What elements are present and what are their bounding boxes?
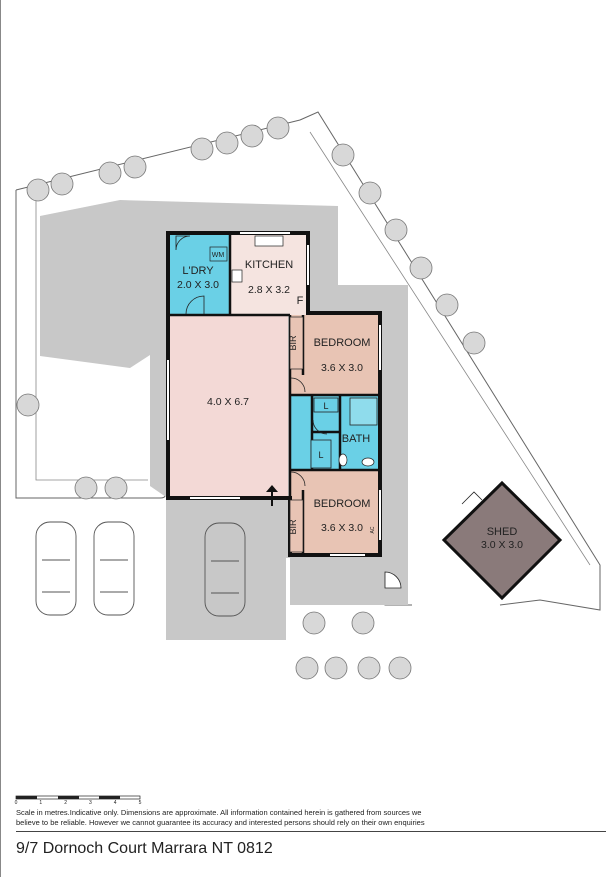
trees [16,116,486,680]
tree-icon [409,256,433,280]
robe-lower-label: BIR [288,519,298,535]
washing-machine-label: WM [212,252,225,259]
tree-icon [266,116,290,140]
scale-tick-labels: 0 1 2 3 4 5 [15,800,142,806]
tree-icon [388,656,412,680]
bedroom-upper [290,315,380,395]
robe-upper [289,316,304,370]
scale-tick-label: 0 [15,800,18,806]
bedroom-lower-dims: 3.6 X 3.0 [321,522,363,534]
bedroom-lower-label: BEDROOM [314,498,371,510]
basin [361,457,375,467]
scale-tick-label: 1 [39,800,42,806]
disclaimer-text: Scale in metres.Indicative only. Dimensi… [16,808,436,827]
living-room [168,315,288,498]
bath-label: BATH [342,433,371,445]
kitchen-cooktop [231,269,243,283]
robe-lower [289,499,304,553]
tree-icon [358,181,382,205]
tree-icon [295,656,319,680]
scale-bar [15,795,141,800]
linen-lower-box [310,439,332,469]
tree-icon [26,178,50,202]
tree-icon [357,656,381,680]
bedroom-upper-dims: 3.6 X 3.0 [321,362,363,374]
disclaimer-line-1: Scale in metres.Indicative only. Dimensi… [16,808,422,817]
disclaimer-line-2: believe to be reliable. However we canno… [16,817,425,827]
door-swing-bed1 [290,377,306,393]
page-left-edge [0,0,1,877]
tree-icon [384,218,408,242]
bedroom-upper-label: BEDROOM [314,337,371,349]
tree-icon [123,155,147,179]
door-swing-patio [384,571,402,589]
door-swing-bath [312,419,328,435]
footer-divider [16,831,606,832]
tree-icon [74,476,98,500]
shed-dims: 3.0 X 3.0 [481,539,523,551]
door-swing-laundry-lower [185,295,205,315]
laundry-label: L'DRY [182,265,214,277]
washing-machine-box [209,246,228,262]
linen-upper-label: L [323,401,328,411]
kitchen-sink [254,235,284,247]
tree-icon [324,656,348,680]
kitchen-room [230,233,308,315]
tree-icon [331,143,355,167]
linen-lower-label: L [318,450,323,460]
scale-tick-label: 4 [114,800,117,806]
windows [167,232,381,556]
kitchen-label: KITCHEN [245,259,293,271]
tree-icon [16,393,40,417]
toilet [338,453,348,467]
car-outlines [35,521,246,617]
laundry-dims: 2.0 X 3.0 [177,279,219,291]
tree-icon [50,172,74,196]
scale-tick-label: 3 [89,800,92,806]
tree-icon [435,293,459,317]
shower [349,397,378,426]
tree-icon [302,611,326,635]
linen-upper-box [313,397,339,413]
tree-icon [104,476,128,500]
tree-icon [351,611,375,635]
tree-icon [462,331,486,355]
scale-tick-label: 2 [64,800,67,806]
tree-icon [215,131,239,155]
fridge-label: F [297,295,304,307]
ac-unit-label: AC [370,526,376,533]
shed [441,480,563,601]
robe-upper-label: BIR [288,335,298,351]
scale-tick-label: 5 [139,800,142,806]
driveway [166,497,286,640]
entry-arrow-icon [266,485,278,506]
door-swing-laundry [175,235,191,251]
kitchen-dims: 2.8 X 3.2 [248,284,290,296]
tree-icon [240,124,264,148]
tree-icon [98,161,122,185]
living-dims: 4.0 X 6.7 [207,396,249,408]
shed-label: SHED [487,526,518,538]
door-swing-bed2 [290,471,306,487]
property-address: 9/7 Dornoch Court Marrara NT 0812 [16,840,273,857]
tree-icon [190,137,214,161]
